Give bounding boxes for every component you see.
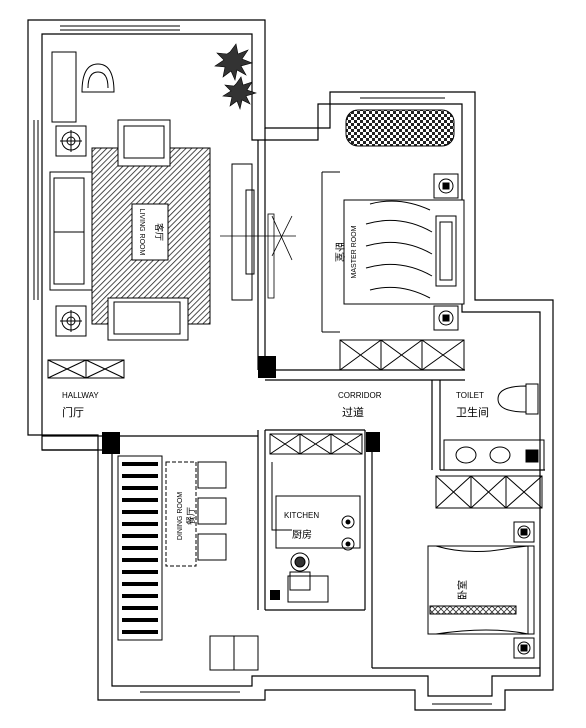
bedroom-label-cn: 卧室 (333, 242, 346, 262)
plant-icon (214, 43, 257, 111)
corridor-label-en: CORRIDOR (338, 391, 382, 400)
bench (345, 109, 455, 147)
shoe-cabinet (47, 359, 125, 379)
kitchen-label-cn: 厨房 (292, 528, 312, 541)
lamp-icon (433, 305, 459, 331)
corridor: CORRIDOR 过道 (338, 391, 382, 419)
living-room-label-cn: 客厅 (153, 223, 165, 241)
hallway-label-en: HALLWAY (62, 391, 99, 400)
lamp-icon (55, 305, 87, 337)
walls (27, 19, 554, 711)
lamp-icon (55, 125, 87, 157)
armchair-top (117, 119, 171, 167)
kitchen: KITCHEN 厨房 (269, 433, 363, 603)
bathroom-cabinet (435, 475, 543, 509)
hallway: HALLWAY 门厅 (47, 359, 125, 419)
sofa (49, 171, 93, 291)
bedroom-label-en: MASTER ROOM (351, 225, 358, 278)
tv-cabinet (231, 163, 253, 301)
living-room: LIVING ROOM 客厅 (49, 43, 296, 341)
corridor-label-cn: 过道 (342, 405, 364, 419)
armchair-bottom (107, 297, 189, 341)
second-bedroom: 卧室 (427, 521, 535, 659)
structural-columns (102, 356, 380, 454)
wardrobe (339, 339, 465, 371)
toilet-label-en: TOILET (456, 391, 484, 400)
bedroom: MASTER ROOM 卧室 (321, 109, 465, 371)
second-bedroom-label-cn: 卧室 (456, 580, 469, 600)
lamp-icon (513, 637, 535, 659)
kitchen-sink (287, 575, 329, 603)
sink-icon (443, 439, 545, 471)
windows (33, 25, 492, 705)
toilet-label-cn: 卫生间 (456, 405, 489, 419)
dining-chairs (197, 461, 227, 561)
person-icon (289, 552, 311, 591)
lamp-icon (433, 173, 459, 199)
bed (343, 199, 465, 305)
desk-chair (51, 51, 115, 123)
kitchen-label-en: KITCHEN (284, 511, 319, 520)
dining-label-cn: 餐厅 (185, 507, 197, 525)
dining-room: DINING ROOM 餐厅 (117, 455, 259, 671)
toilet-icon (497, 383, 539, 415)
lamp-icon (513, 521, 535, 543)
hallway-label-cn: 门厅 (62, 405, 84, 419)
dining-label-en: DINING ROOM (177, 492, 184, 540)
single-bed (427, 545, 535, 635)
upper-cabinet (269, 433, 363, 455)
living-room-label-en: LIVING ROOM (138, 209, 145, 256)
toilet: TOILET 卫生间 (435, 383, 545, 509)
dining-table (165, 461, 197, 567)
stove-icon (341, 515, 355, 551)
bookshelf (117, 455, 163, 641)
side-cabinet (209, 635, 259, 671)
